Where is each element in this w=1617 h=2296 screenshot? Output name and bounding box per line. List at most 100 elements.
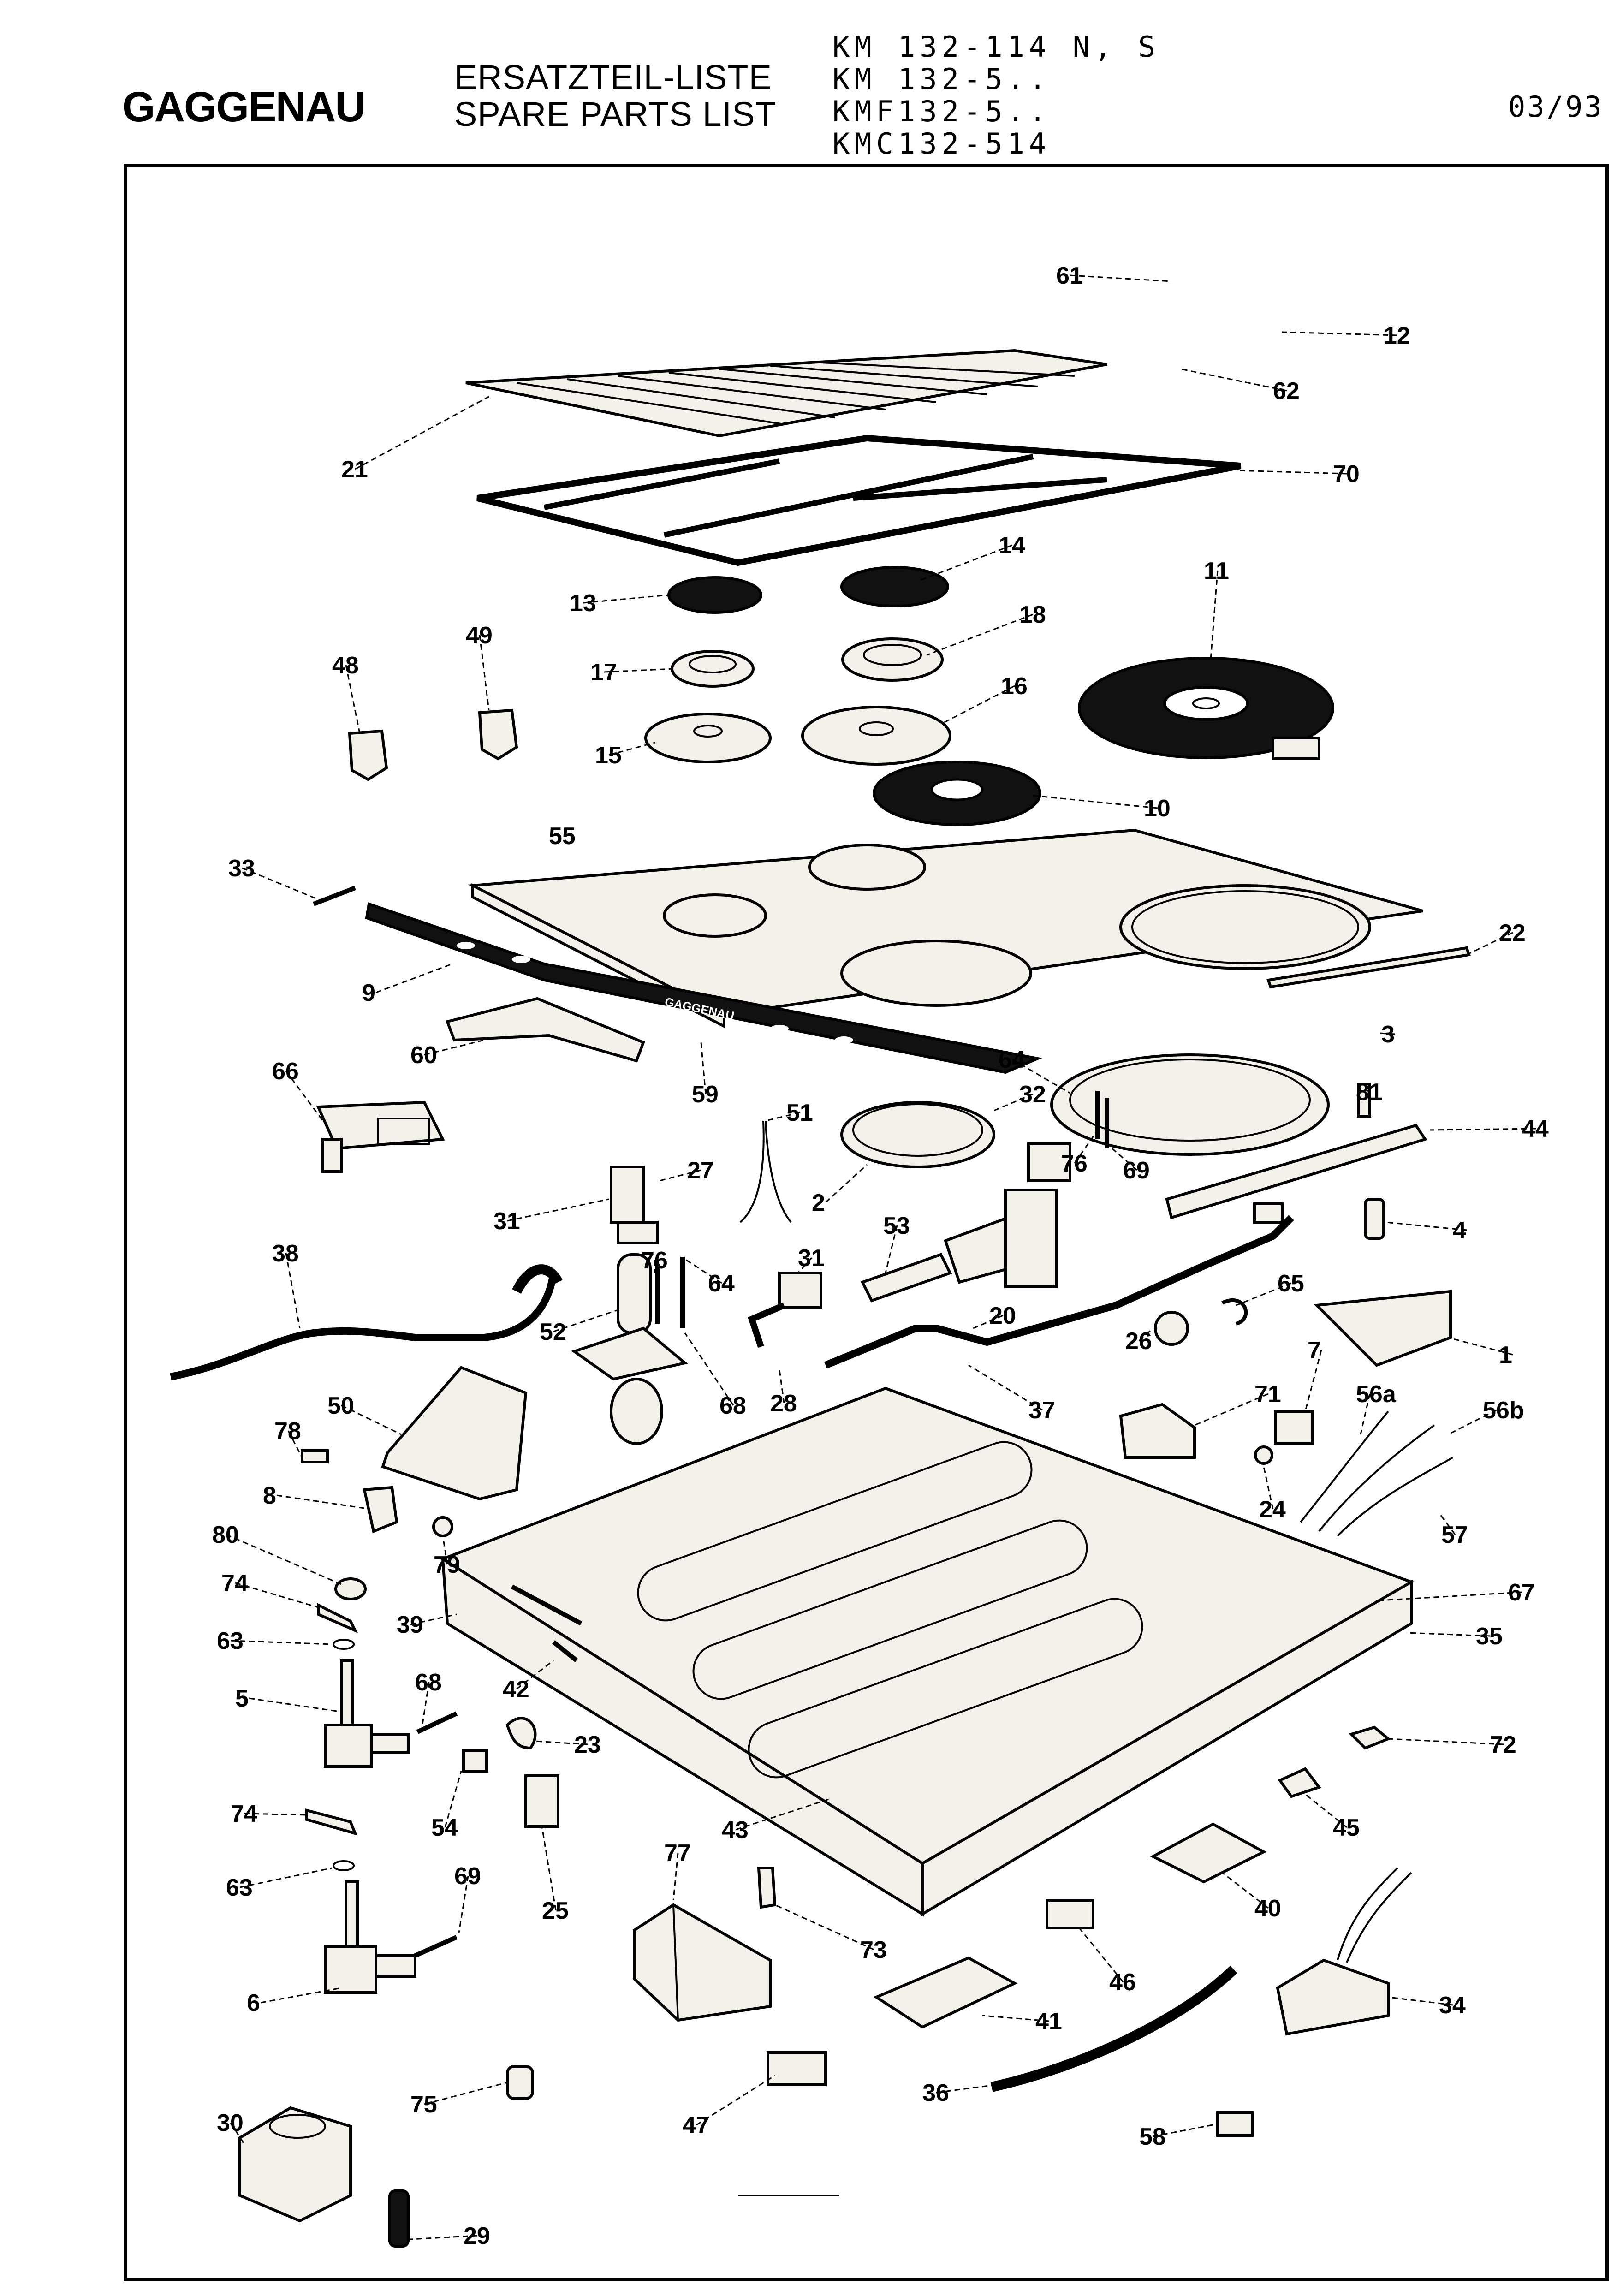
callout-30: 30 [217,2110,245,2145]
callout-leader [973,1315,1004,1329]
callout-leader [226,1534,342,1585]
callout-60: 60 [410,1039,485,1069]
model-line-1: KM 132-114 N, S [832,30,1160,64]
callout-leader [735,1798,831,1831]
callout-leader [1138,1327,1154,1342]
callout-leader [1033,795,1158,809]
callout-leader [1448,1337,1513,1356]
callout-leader [421,1682,430,1728]
callout-leader [927,613,1034,656]
callout-label: 74 [221,1570,248,1597]
callout-label: 64 [708,1270,735,1297]
callout-leader [991,1093,1034,1112]
callout-label: 77 [664,1840,691,1867]
callout-73: 73 [774,1904,887,1963]
callout-leader [936,2084,997,2094]
callout-leader [1070,274,1172,282]
callout-label: 50 [327,1392,354,1419]
callout-10: 10 [1033,795,1171,822]
callout-14: 14 [917,532,1025,582]
callout-label: 10 [1144,795,1171,822]
sleeve-75 [506,2065,534,2100]
callout-label: 70 [1333,461,1360,488]
callout-35: 35 [1406,1623,1503,1650]
callout-leader [424,1039,485,1056]
callout-55: 55 [549,823,576,850]
callout-label: 65 [1278,1270,1304,1297]
callout-leader [244,1813,307,1816]
callout-3: 3 [1379,1021,1396,1048]
bracket-60 [446,997,645,1063]
callout-76: 76 [1061,1130,1099,1177]
callout-77: 77 [664,1840,691,1901]
bracket-50 [381,1366,528,1501]
thermostat-assembly [571,1253,688,1445]
injector-31-lower [748,1272,822,1348]
callout-label: 42 [503,1676,529,1703]
callout-79: 79 [434,1535,460,1578]
callout-label: 43 [722,1817,749,1844]
callout-29: 29 [410,2223,490,2249]
callout-16: 16 [940,673,1028,725]
callout-leader [672,1852,679,1901]
callout-leader [774,1904,874,1951]
callout-label: 4 [1453,1217,1466,1244]
title-german: ERSATZTEIL-LISTE [454,58,772,96]
callout-label: 35 [1476,1623,1503,1650]
callout-39: 39 [397,1612,457,1638]
callout-31: 31 [797,1245,825,1274]
callout-leader [940,685,1015,725]
callout-label: 25 [542,1897,569,1924]
nozzle-54 [462,1749,488,1773]
callout-61: 61 [1056,262,1172,289]
callout-leader [249,1697,337,1712]
callout-leader [1282,331,1398,336]
callout-label: 37 [1028,1397,1055,1424]
pan-support [476,434,1242,566]
callout-40: 40 [1222,1872,1281,1922]
callout-label: 2 [812,1190,825,1216]
burner-base-large [801,706,951,766]
callout-label: 55 [549,823,576,850]
hotplate-large [1078,657,1334,760]
callout-78: 78 [274,1418,303,1458]
switch-block-66 [316,1100,445,1173]
callout-53: 53 [883,1213,910,1273]
callout-68: 68 [684,1332,746,1419]
igniter-69-lower [414,1935,458,1958]
callout-81: 81 [1356,1079,1383,1106]
insulation-40 [1150,1822,1267,1884]
callout-56b: 56b [1448,1397,1524,1435]
trim-strip-22 [1266,946,1471,989]
model-line-2: KM 132-5.. [832,62,1051,96]
callout-36: 36 [922,2080,997,2106]
callout-34: 34 [1388,1992,1466,2019]
callout-label: 15 [595,742,622,769]
callout-label: 38 [272,1240,299,1267]
callout-leader [260,1987,342,2004]
grill-plate [465,349,1107,438]
callout-48: 48 [332,652,361,734]
callout-46: 46 [1078,1927,1136,1996]
control-panel-strip: GAGGENAU [365,902,1043,1074]
callout-leader [684,1258,722,1284]
burner-ring-3 [1050,1053,1330,1156]
callout-leader [583,594,669,604]
callout-leader [1263,1466,1274,1510]
callout-51: 51 [765,1100,813,1126]
callout-leader [276,1494,365,1509]
callout-label: 20 [989,1303,1016,1329]
callout-47: 47 [683,2075,775,2139]
callout-label: 13 [570,590,596,617]
terminal-46 [1046,1899,1094,1929]
bracket-81 [1357,1083,1371,1118]
callout-67: 67 [1379,1579,1535,1606]
washer-63-upper [333,1639,355,1650]
callout-label: 75 [410,2091,437,2118]
callout-leader [442,1535,448,1565]
junction-box-77 [633,1903,772,2022]
screw-78 [301,1449,329,1463]
plate-72 [1349,1725,1391,1750]
callout-7: 7 [1304,1337,1322,1412]
